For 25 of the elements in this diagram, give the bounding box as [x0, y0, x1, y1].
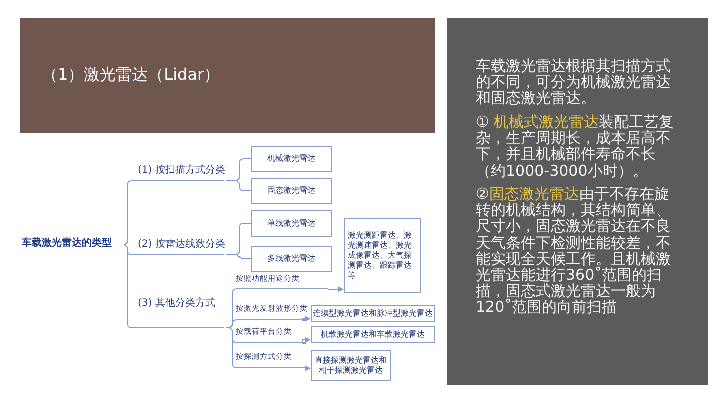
- slide-title: （1）激光雷达（Lidar）: [42, 65, 222, 86]
- bracket-line: [226, 254, 252, 260]
- category-label: (1) 按扫描方式分类: [138, 163, 224, 181]
- type-box: 连续型激光雷达和脉冲型激光雷达: [311, 305, 435, 322]
- category-label: (2) 按雷达线数分类: [138, 237, 224, 255]
- type-box: 激光测距雷达、激光测速雷达、激光成像雷达、大气探测雷达、跟踪雷达等: [344, 218, 421, 293]
- category-label: (3) 其他分类方式: [138, 296, 224, 328]
- type-box: 单线激光雷达: [251, 210, 332, 237]
- arrow: [302, 337, 311, 344]
- type-box: 机械激光雷达: [251, 146, 332, 172]
- bracket-line: [226, 328, 238, 368]
- paragraph: ① 机械式激光雷达装配工艺复杂，生产周期长，成本居高不下，并且机械部件寿命不长（约1000-3000小时）。: [476, 114, 676, 179]
- bracket-line: [124, 180, 138, 246]
- arrow: [302, 316, 311, 322]
- type-box: 机载激光雷达和车载激光雷达: [311, 326, 435, 343]
- arrow: [328, 286, 344, 292]
- root-heading: 车载激光雷达的类型: [22, 236, 122, 254]
- paragraph: ②固态激光雷达由于不存在旋转的机械结构，其结构简单、尺寸小，固态激光雷达在不良天气条件下检测性能较差，不能实现全天候工作。且机械激光雷达能进行360˚范围的扫描，固态式激光雷达一般为120˚范围的向前扫描: [476, 186, 672, 316]
- type-box: 固态激光雷达: [251, 178, 332, 204]
- type-box: 直接探测激光雷达和相干探测激光雷达: [311, 350, 391, 381]
- bracket-line: [124, 244, 138, 328]
- arrow: [305, 366, 311, 372]
- type-box: 多线激光雷达: [251, 246, 332, 272]
- bracket-line: [226, 180, 252, 192]
- paragraph: 车载激光雷达根据其扫描方式的不同，可分为机械激光雷达和固态激光雷达。: [476, 58, 672, 107]
